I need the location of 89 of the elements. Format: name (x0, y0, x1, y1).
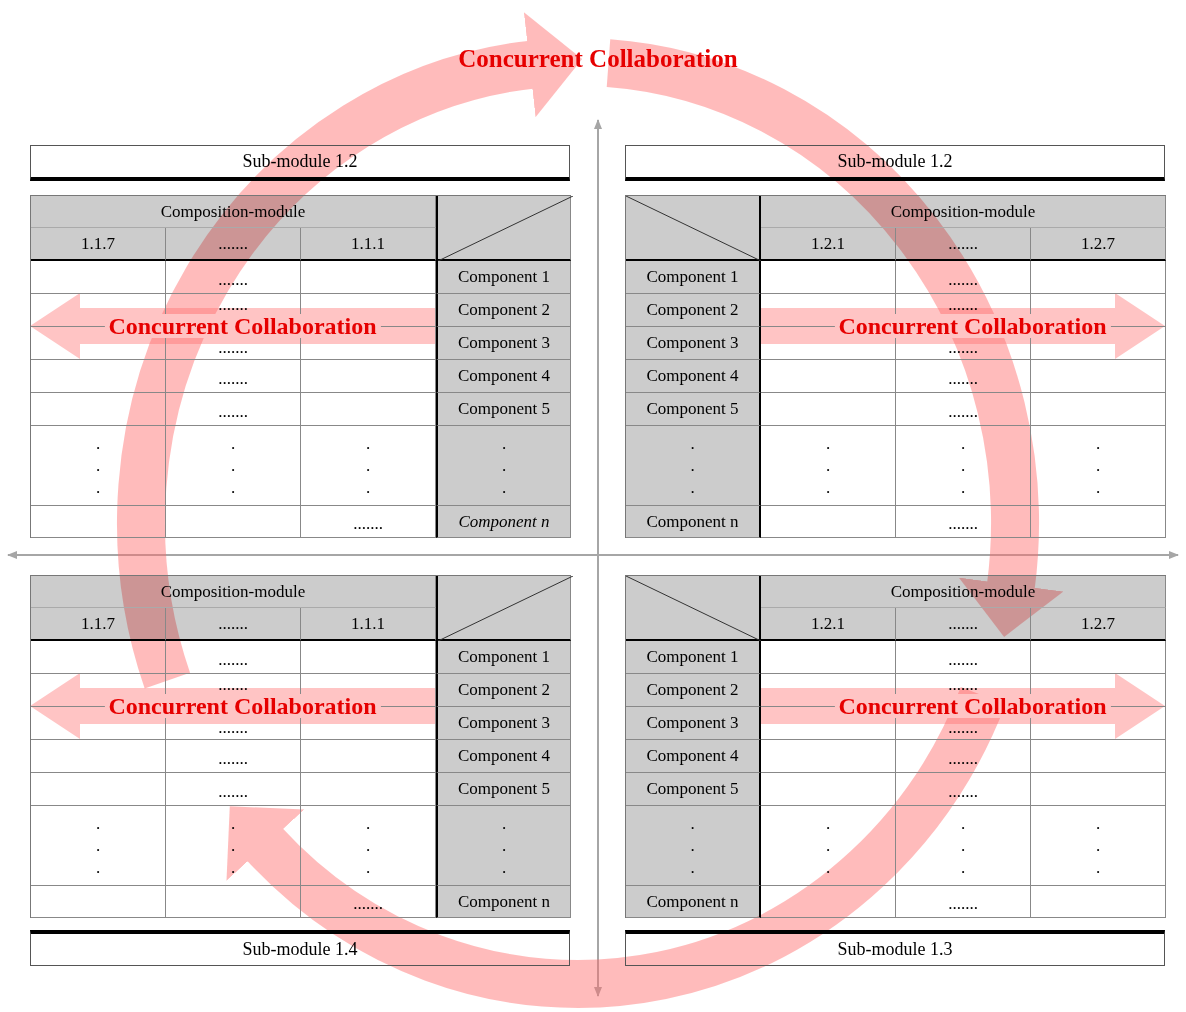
row-header: Component 4 (646, 366, 739, 386)
vertical-dots: ... (501, 432, 507, 499)
table-cell: ....... (218, 270, 248, 290)
table-cell: ....... (218, 338, 248, 358)
column-header: Composition-module (160, 201, 306, 222)
vertical-dots: ... (230, 432, 236, 499)
row-header: Component 5 (457, 399, 551, 419)
column-header: Composition-module (890, 201, 1036, 222)
table-cell: ....... (948, 514, 978, 534)
vertical-dots: ... (1095, 812, 1101, 879)
table-cell: ....... (948, 749, 978, 769)
collaboration-label: Concurrent Collaboration (104, 694, 381, 718)
column-header: Composition-module (160, 581, 306, 602)
row-header: Component 1 (457, 267, 551, 287)
table-cell: ....... (353, 514, 383, 534)
row-header: Component 3 (457, 333, 551, 353)
collaboration-label: Concurrent Collaboration (834, 314, 1111, 338)
vertical-dots: ... (960, 812, 966, 879)
table-cell: ....... (948, 402, 978, 422)
column-header: 1.2.1 (811, 613, 845, 634)
submodule-bar: Sub-module 1.3 (625, 930, 1165, 966)
vertical-dots: ... (690, 432, 695, 499)
vertical-dots: ... (1095, 432, 1101, 499)
table-cell: ....... (948, 270, 978, 290)
column-header: 1.2.7 (1081, 233, 1115, 254)
column-header: 1.1.1 (351, 233, 385, 254)
column-header: ....... (218, 613, 248, 634)
table-cell: ....... (948, 894, 978, 914)
submodule-bar: Sub-module 1.2 (30, 145, 570, 181)
column-header: ....... (218, 233, 248, 254)
row-header: Component 2 (457, 300, 551, 320)
submodule-bar: Sub-module 1.2 (625, 145, 1165, 181)
table-cell: ....... (948, 675, 978, 695)
vertical-dots: ... (960, 432, 966, 499)
table-cell: ....... (218, 650, 248, 670)
row-header: Component n (457, 891, 551, 912)
submodule-bar: Sub-module 1.4 (30, 930, 570, 966)
table-cell: ....... (218, 402, 248, 422)
vertical-dots: ... (501, 812, 507, 879)
row-header: Component 3 (646, 713, 739, 733)
row-header: Component n (646, 511, 739, 532)
collaboration-label: Concurrent Collaboration (834, 694, 1111, 718)
row-header: Component 1 (457, 647, 551, 667)
cycle-label: Concurrent Collaboration (457, 46, 739, 71)
table-cell: ....... (218, 749, 248, 769)
table-cell: ....... (948, 295, 978, 315)
table-cell: ....... (948, 369, 978, 389)
table-cell: ....... (948, 718, 978, 738)
vertical-dots: ... (95, 432, 101, 499)
column-header: Composition-module (890, 581, 1036, 602)
row-header: Component 3 (457, 713, 551, 733)
vertical-dots: ... (825, 812, 831, 879)
table-cell: ....... (218, 782, 248, 802)
row-header: Component 2 (646, 680, 739, 700)
table-cell: ....... (218, 295, 248, 315)
table-cell: ....... (353, 894, 383, 914)
row-header: Component 1 (646, 647, 739, 667)
row-header: Component 5 (457, 779, 551, 799)
column-header: 1.2.7 (1081, 613, 1115, 634)
column-header: 1.1.7 (81, 613, 115, 634)
row-header: Component 4 (646, 746, 739, 766)
vertical-dots: ... (365, 432, 371, 499)
row-header: Component 1 (646, 267, 739, 287)
row-header: Component n (458, 511, 550, 532)
row-header: Component 2 (646, 300, 739, 320)
vertical-dots: ... (95, 812, 101, 879)
row-header: Component 5 (646, 399, 739, 419)
table-cell: ....... (218, 718, 248, 738)
column-header: 1.2.1 (811, 233, 845, 254)
row-header: Component 3 (646, 333, 739, 353)
row-header: Component 4 (457, 366, 551, 386)
column-header: 1.1.1 (351, 613, 385, 634)
collaboration-label: Concurrent Collaboration (104, 314, 381, 338)
column-header: 1.1.7 (81, 233, 115, 254)
column-header: ....... (948, 233, 978, 254)
vertical-dots: ... (230, 812, 236, 879)
vertical-dots: ... (365, 812, 371, 879)
vertical-dots: ... (825, 432, 831, 499)
row-header: Component n (646, 891, 739, 912)
table-cell: ....... (218, 369, 248, 389)
row-header: Component 4 (457, 746, 551, 766)
table-cell: ....... (218, 675, 248, 695)
column-header: ....... (948, 613, 978, 634)
table-cell: ....... (948, 338, 978, 358)
row-header: Component 5 (646, 779, 739, 799)
row-header: Component 2 (457, 680, 551, 700)
table-cell: ....... (948, 650, 978, 670)
vertical-dots: ... (690, 812, 695, 879)
table-cell: ....... (948, 782, 978, 802)
